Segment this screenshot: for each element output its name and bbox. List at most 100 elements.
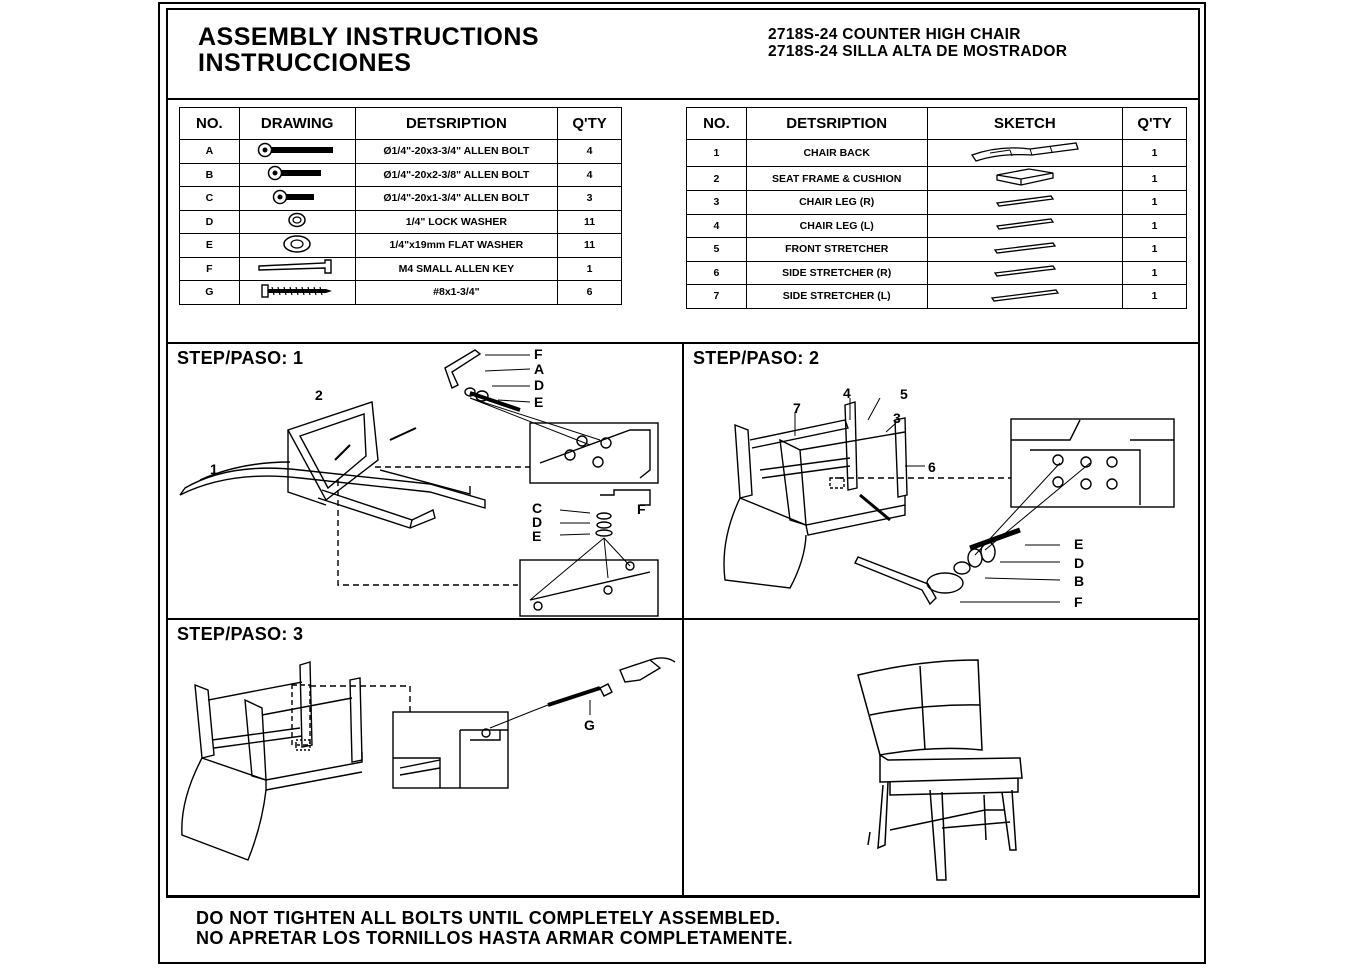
row-qty: 4 — [557, 139, 622, 164]
table-row: 4 CHAIR LEG (L) 1 — [686, 213, 1187, 238]
footer-divider — [166, 895, 1200, 897]
step3-title: STEP/PASO: 3 — [177, 624, 304, 644]
col-no: NO. — [686, 107, 747, 140]
table-row: B Ø1/4"-20x2-3/8" ALLEN BOLT 4 — [179, 162, 622, 187]
step1-label-d: D — [534, 377, 544, 393]
model-name: 2718S-24 COUNTER HIGH CHAIR 2718S-24 SIL… — [768, 26, 1067, 60]
step2-label-d: D — [1074, 555, 1084, 571]
table-row: A Ø1/4"-20x3-3/4" ALLEN BOLT 4 — [179, 139, 622, 164]
col-description: DETSRIPTION — [354, 107, 559, 140]
instruction-sheet-frame — [166, 8, 1200, 898]
row-no: A — [179, 139, 240, 164]
table-row: C Ø1/4"-20x1-3/4" ALLEN BOLT 3 — [179, 186, 622, 211]
row-description: M4 SMALL ALLEN KEY — [354, 256, 559, 281]
table-row: 6 SIDE STRETCHER (R) 1 — [686, 260, 1187, 285]
step3-label-g: G — [584, 717, 595, 733]
table-row: D 1/4" LOCK WASHER 11 — [179, 209, 622, 234]
stretcher-sketch-icon — [926, 237, 1124, 262]
row-qty: 1 — [1122, 166, 1187, 191]
row-description: 1/4" LOCK WASHER — [354, 209, 559, 234]
stretcher-sketch-icon — [926, 260, 1124, 285]
row-qty: 1 — [1122, 284, 1187, 309]
step2-label-7: 7 — [793, 400, 801, 416]
step2-label-6: 6 — [928, 459, 936, 475]
table-row: 7 SIDE STRETCHER (L) 1 — [686, 284, 1187, 309]
short-bolt-icon — [238, 186, 356, 211]
header-divider — [166, 98, 1200, 100]
flat-washer-icon — [238, 233, 356, 258]
model-spanish: 2718S-24 SILLA ALTA DE MOSTRADOR — [768, 43, 1068, 60]
step1-label-e: E — [534, 394, 543, 410]
col-sketch: SKETCH — [926, 107, 1124, 140]
document-title: ASSEMBLY INSTRUCTIONS INSTRUCCIONES — [198, 24, 539, 76]
row-qty: 3 — [557, 186, 622, 211]
col-qty: Q'TY — [1122, 107, 1187, 140]
instruction-sheet-border — [158, 2, 1206, 964]
step2-label-b: B — [1074, 573, 1084, 589]
hardware-table: NO. DRAWING DETSRIPTION Q'TY A Ø1/4"-20x… — [179, 107, 622, 305]
step2-label-5: 5 — [900, 386, 908, 402]
row-no: 1 — [686, 139, 747, 167]
row-description: FRONT STRETCHER — [745, 237, 928, 262]
step1-label-e2: E — [532, 528, 541, 544]
step1-label-part1: 1 — [210, 461, 218, 477]
row-qty: 1 — [557, 256, 622, 281]
parts-table: NO. DETSRIPTION SKETCH Q'TY 1 CHAIR BACK… — [686, 107, 1187, 309]
warning-spanish: NO APRETAR LOS TORNILLOS HASTA ARMAR COM… — [196, 928, 794, 948]
row-qty: 1 — [1122, 139, 1187, 167]
step1-title: STEP/PASO: 1 — [177, 348, 304, 368]
title-english: ASSEMBLY INSTRUCTIONS — [198, 23, 540, 51]
row-description: CHAIR LEG (R) — [745, 190, 928, 215]
step2-label-f: F — [1074, 594, 1083, 610]
table-row: 2 SEAT FRAME & CUSHION 1 — [686, 166, 1187, 191]
step1-label-f: F — [534, 346, 543, 362]
seat-sketch-icon — [926, 166, 1124, 191]
model-english: 2718S-24 COUNTER HIGH CHAIR — [768, 26, 1021, 43]
row-description: 1/4"x19mm FLAT WASHER — [354, 233, 559, 258]
steps-vertical-divider — [682, 342, 684, 895]
row-qty: 11 — [557, 233, 622, 258]
step1-label-a: A — [534, 361, 544, 377]
row-qty: 1 — [1122, 190, 1187, 215]
step1-label-d2: D — [532, 514, 542, 530]
medium-bolt-icon — [238, 162, 356, 187]
row-description: SIDE STRETCHER (R) — [745, 260, 928, 285]
row-description: SIDE STRETCHER (L) — [745, 284, 928, 309]
row-description: SEAT FRAME & CUSHION — [745, 166, 928, 191]
row-no: F — [179, 256, 240, 281]
footer-warning: DO NOT TIGHTEN ALL BOLTS UNTIL COMPLETEL… — [196, 908, 793, 948]
chair-back-sketch-icon — [926, 139, 1124, 167]
col-no: NO. — [179, 107, 240, 140]
row-qty: 6 — [557, 280, 622, 305]
table-row: E 1/4"x19mm FLAT WASHER 11 — [179, 233, 622, 258]
warning-english: DO NOT TIGHTEN ALL BOLTS UNTIL COMPLETEL… — [196, 908, 781, 928]
col-drawing: DRAWING — [238, 107, 356, 140]
row-qty: 11 — [557, 209, 622, 234]
table-row: F M4 SMALL ALLEN KEY 1 — [179, 256, 622, 281]
leg-sketch-icon — [926, 190, 1124, 215]
step2-title: STEP/PASO: 2 — [693, 348, 820, 368]
step2-label-e: E — [1074, 536, 1083, 552]
step2-label-3: 3 — [893, 410, 901, 426]
row-qty: 1 — [1122, 237, 1187, 262]
row-no: 2 — [686, 166, 747, 191]
parts-table-header: NO. DETSRIPTION SKETCH Q'TY — [686, 107, 1187, 140]
row-description: Ø1/4"-20x1-3/4" ALLEN BOLT — [354, 186, 559, 211]
title-spanish: INSTRUCCIONES — [198, 49, 412, 77]
table-row: G #8x1-3/4" 6 — [179, 280, 622, 305]
hardware-table-header: NO. DRAWING DETSRIPTION Q'TY — [179, 107, 622, 140]
col-description: DETSRIPTION — [745, 107, 928, 140]
row-qty: 1 — [1122, 260, 1187, 285]
row-no: 6 — [686, 260, 747, 285]
step1-label-part2: 2 — [315, 387, 323, 403]
step1-label-c: C — [532, 500, 542, 516]
long-bolt-icon — [238, 139, 356, 164]
table-row: 3 CHAIR LEG (R) 1 — [686, 190, 1187, 215]
step2-label-4: 4 — [843, 385, 851, 401]
row-description: Ø1/4"-20x3-3/4" ALLEN BOLT — [354, 139, 559, 164]
row-description: #8x1-3/4" — [354, 280, 559, 305]
